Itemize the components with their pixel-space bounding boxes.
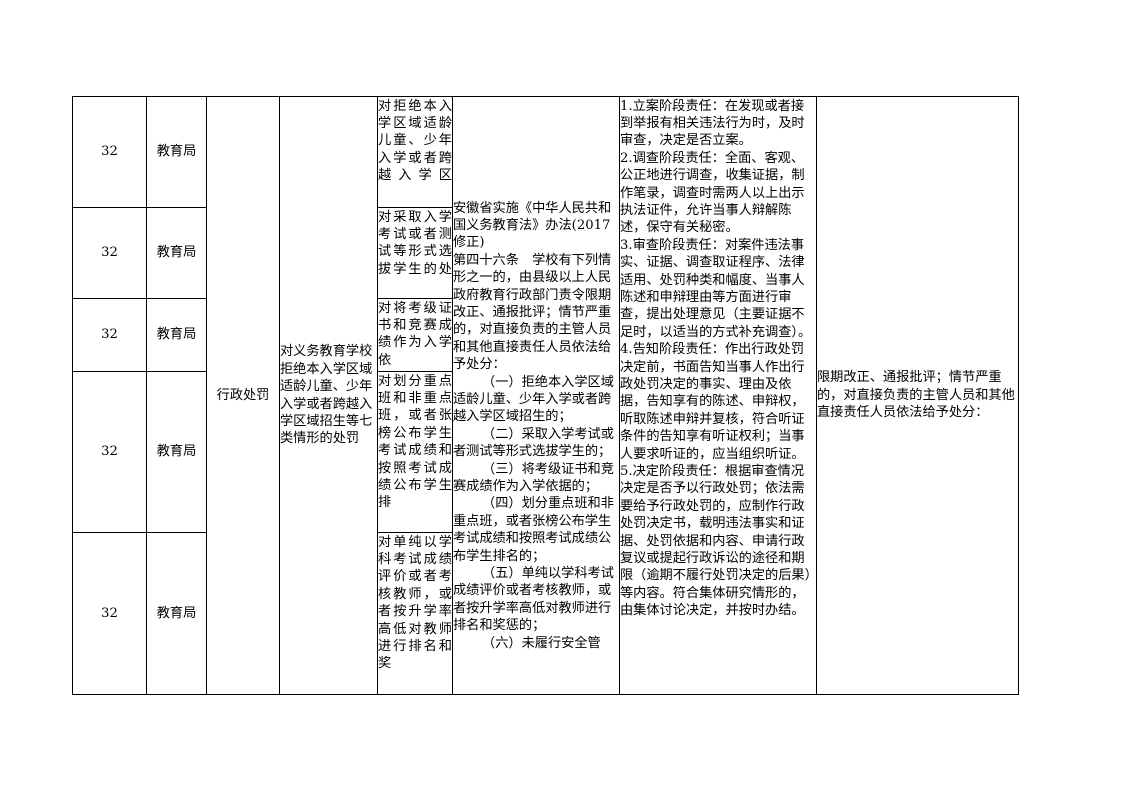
penalty-outcome: 限期改正、通报批评；情节严重的，对直接负责的主管人员和其他直接责任人员依法给予处… xyxy=(816,96,1019,695)
penalty-type: 行政处罚 xyxy=(206,96,280,695)
sub-item-cell: 对采取入学考试或者测试等形式选拔学生的处 xyxy=(377,207,453,299)
basis-title: 安徽省实施《中华人民共和国义务教育法》办法(2017修正) xyxy=(453,200,612,251)
responsibility-steps: 1.立案阶段责任：在发现或者接到举报有相关违法行为时，及时审查，决定是否立案。 … xyxy=(619,96,817,695)
department: 教育局 xyxy=(146,371,207,533)
basis-article: 第四十六条 学校有下列情形之一的，由县级以上人民政府教育行政部门责令限期改正、通… xyxy=(453,252,612,373)
basis-clause: （二）采取入学考试或者测试等形式选拔学生的； xyxy=(453,426,614,460)
item-name: 对义务教育学校拒绝本入学区域适龄儿童、少年入学或者跨越入学区域招生等七类情形的处… xyxy=(279,96,378,695)
step-decision: 5.决定阶段责任：根据审查情况决定是否予以行政处罚；依法需要给予行政处罚的，应制… xyxy=(620,464,812,619)
basis-clause: （一）拒绝本入学区域适龄儿童、少年入学或者跨越入学区域招生的； xyxy=(453,374,614,425)
table-row: 32 教育局 对采取入学考试或者测试等形式选拔学生的处 xyxy=(72,207,1019,299)
table-row: 32 教育局 对单纯以学科考试成绩评价或者考核教师，或者按升学率高低对教师进行排… xyxy=(72,532,1019,695)
row-number: 32 xyxy=(72,532,147,695)
department: 教育局 xyxy=(146,532,207,695)
penalty-table: 32 教育局 行政处罚 对义务教育学校拒绝本入学区域适龄儿童、少年入学或者跨越入… xyxy=(72,96,1019,695)
row-number: 32 xyxy=(72,96,147,208)
step-filing: 1.立案阶段责任：在发现或者接到举报有相关违法行为时，及时审查，决定是否立案。 xyxy=(620,98,805,149)
basis-clause: （三）将考级证书和竞赛成绩作为入学依据的； xyxy=(453,461,614,494)
basis-clause: （四）划分重点班和非重点班，或者张榜公布学生考试成绩和按照考试成绩公布学生排名的… xyxy=(453,496,614,564)
row-number: 32 xyxy=(72,371,147,533)
row-number: 32 xyxy=(72,207,147,299)
department: 教育局 xyxy=(146,298,207,372)
basis-clause: （五）单纯以学科考试成绩评价或者考核教师，或者按升学率高低对教师进行排名和奖惩的… xyxy=(453,566,614,634)
sub-item-cell: 对拒绝本入学区域适龄儿童、少年入学或者跨越入学区 xyxy=(377,96,453,208)
sub-item-text: 对拒绝本入学区域适龄儿童、少年入学或者跨越入学区 xyxy=(378,98,452,184)
sub-item-cell: 对单纯以学科考试成绩评价或者考核教师，或者按升学率高低对教师进行排名和奖 xyxy=(377,532,453,695)
sub-item-text: 对划分重点班和非重点班，或者张榜公布学生考试成绩和按照考试成绩公布学生排 xyxy=(378,373,452,511)
table-row: 32 教育局 对将考级证书和竞赛成绩作为入学依 xyxy=(72,298,1019,372)
step-investigation: 2.调查阶段责任：全面、客观、公正地进行调查，收集证据，制作笔录，调查时需两人以… xyxy=(620,150,805,236)
legal-basis: 安徽省实施《中华人民共和国义务教育法》办法(2017修正) 第四十六条 学校有下… xyxy=(452,96,620,695)
basis-clause: （六）未履行安全管 xyxy=(482,635,601,651)
row-number: 32 xyxy=(72,298,147,372)
sub-item-text: 对将考级证书和竞赛成绩作为入学依 xyxy=(378,300,452,368)
department: 教育局 xyxy=(146,96,207,208)
sub-item-text: 对单纯以学科考试成绩评价或者考核教师，或者按升学率高低对教师进行排名和奖 xyxy=(378,534,452,672)
table-row: 32 教育局 行政处罚 对义务教育学校拒绝本入学区域适龄儿童、少年入学或者跨越入… xyxy=(72,96,1019,695)
table-row: 32 教育局 对划分重点班和非重点班，或者张榜公布学生考试成绩和按照考试成绩公布… xyxy=(72,371,1019,533)
sub-item-text: 对采取入学考试或者测试等形式选拔学生的处 xyxy=(378,209,452,277)
legal-basis-text: 安徽省实施《中华人民共和国义务教育法》办法(2017修正) 第四十六条 学校有下… xyxy=(453,98,619,694)
step-review: 3.审查阶段责任：对案件违法事实、证据、调查取证程序、法律适用、处罚种类和幅度、… xyxy=(620,237,812,340)
responsibility-text: 1.立案阶段责任：在发现或者接到举报有相关违法行为时，及时审查，决定是否立案。 … xyxy=(620,98,816,694)
sub-item-cell: 对划分重点班和非重点班，或者张榜公布学生考试成绩和按照考试成绩公布学生排 xyxy=(377,371,453,533)
step-notification: 4.告知阶段责任：作出行政处罚决定前，书面告知当事人作出行政处罚决定的事实、理由… xyxy=(620,342,805,462)
sub-item-cell: 对将考级证书和竞赛成绩作为入学依 xyxy=(377,298,453,372)
department: 教育局 xyxy=(146,207,207,299)
